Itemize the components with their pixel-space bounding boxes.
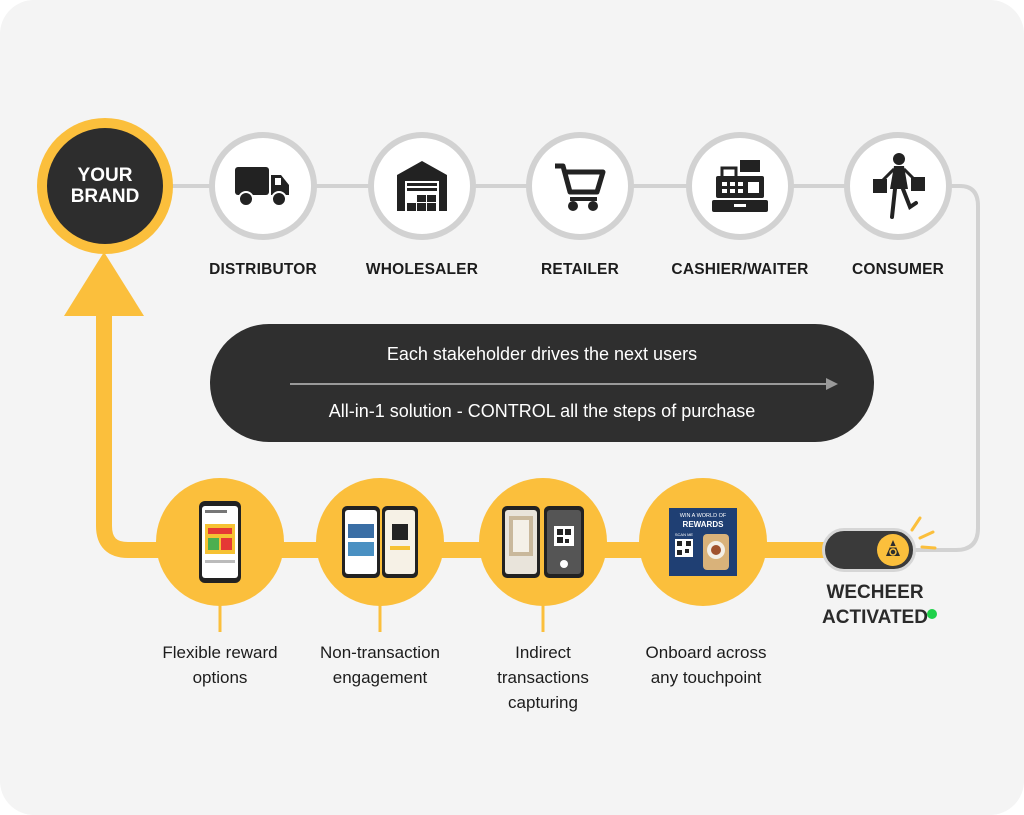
cashier-waiter-label: CASHIER/WAITER	[671, 261, 809, 278]
feature-label-onboard: Onboard across any touchpoint	[645, 643, 767, 687]
poster-line2: REWARDS	[683, 520, 725, 529]
distributor-label: DISTRIBUTOR	[209, 261, 317, 278]
feature-label-indirect: Indirect transactions capturing	[497, 643, 589, 712]
feature-label-non-transaction: Non-transaction engagement	[319, 643, 440, 687]
summary-pill: Each stakeholder drives the next users A…	[210, 324, 874, 442]
feature-label-flexible: Flexible reward options	[162, 643, 278, 687]
distributor-circle	[209, 132, 317, 240]
feature-flexible-rewards	[156, 478, 284, 606]
phone-rewards-icon	[199, 501, 241, 583]
shopping-cart-icon	[555, 163, 606, 211]
wholesaler-label: WHOLESALER	[365, 261, 479, 278]
wecheer-logo-icon	[886, 540, 900, 556]
shopper-icon	[873, 153, 925, 219]
pill-headline: Each stakeholder drives the next users	[386, 344, 698, 364]
feature-indirect-transactions	[479, 478, 607, 606]
sparkle-icon	[910, 516, 937, 550]
cash-register-icon	[712, 160, 768, 212]
status-dot	[927, 609, 937, 619]
rewards-poster-icon: WIN A WORLD OF REWARDS SCAN ME	[669, 508, 737, 576]
poster-scan: SCAN ME	[675, 532, 694, 537]
consumer-circle	[844, 132, 952, 240]
right-arrow-icon	[290, 378, 838, 390]
return-connector-line	[914, 184, 980, 552]
warehouse-icon	[397, 161, 447, 211]
your-brand-circle: YOUR BRAND	[37, 118, 173, 254]
poster-line1: WIN A WORLD OF	[680, 513, 727, 519]
truck-icon	[235, 167, 289, 207]
up-arrow-head	[64, 252, 144, 316]
feature-non-transaction	[316, 478, 444, 606]
phones-engagement-icon	[342, 506, 418, 578]
brand-label: YOUR BRAND	[47, 128, 163, 244]
feature-onboard-touchpoint: WIN A WORLD OF REWARDS SCAN ME	[639, 478, 767, 606]
phones-receipt-scan-icon	[502, 506, 584, 578]
feedback-connector-line	[96, 300, 824, 558]
wholesaler-circle	[368, 132, 476, 240]
cashier-circle	[686, 132, 794, 240]
retailer-label: RETAILER	[541, 261, 619, 278]
wecheer-activated-label: WECHEER ACTIVATED	[822, 582, 928, 628]
retailer-circle	[526, 132, 634, 240]
toggle-knob	[877, 534, 909, 566]
wecheer-toggle[interactable]	[822, 528, 916, 572]
pill-subline: All-in-1 solution - CONTROL all the step…	[328, 401, 756, 421]
consumer-label: CONSUMER	[851, 261, 945, 278]
